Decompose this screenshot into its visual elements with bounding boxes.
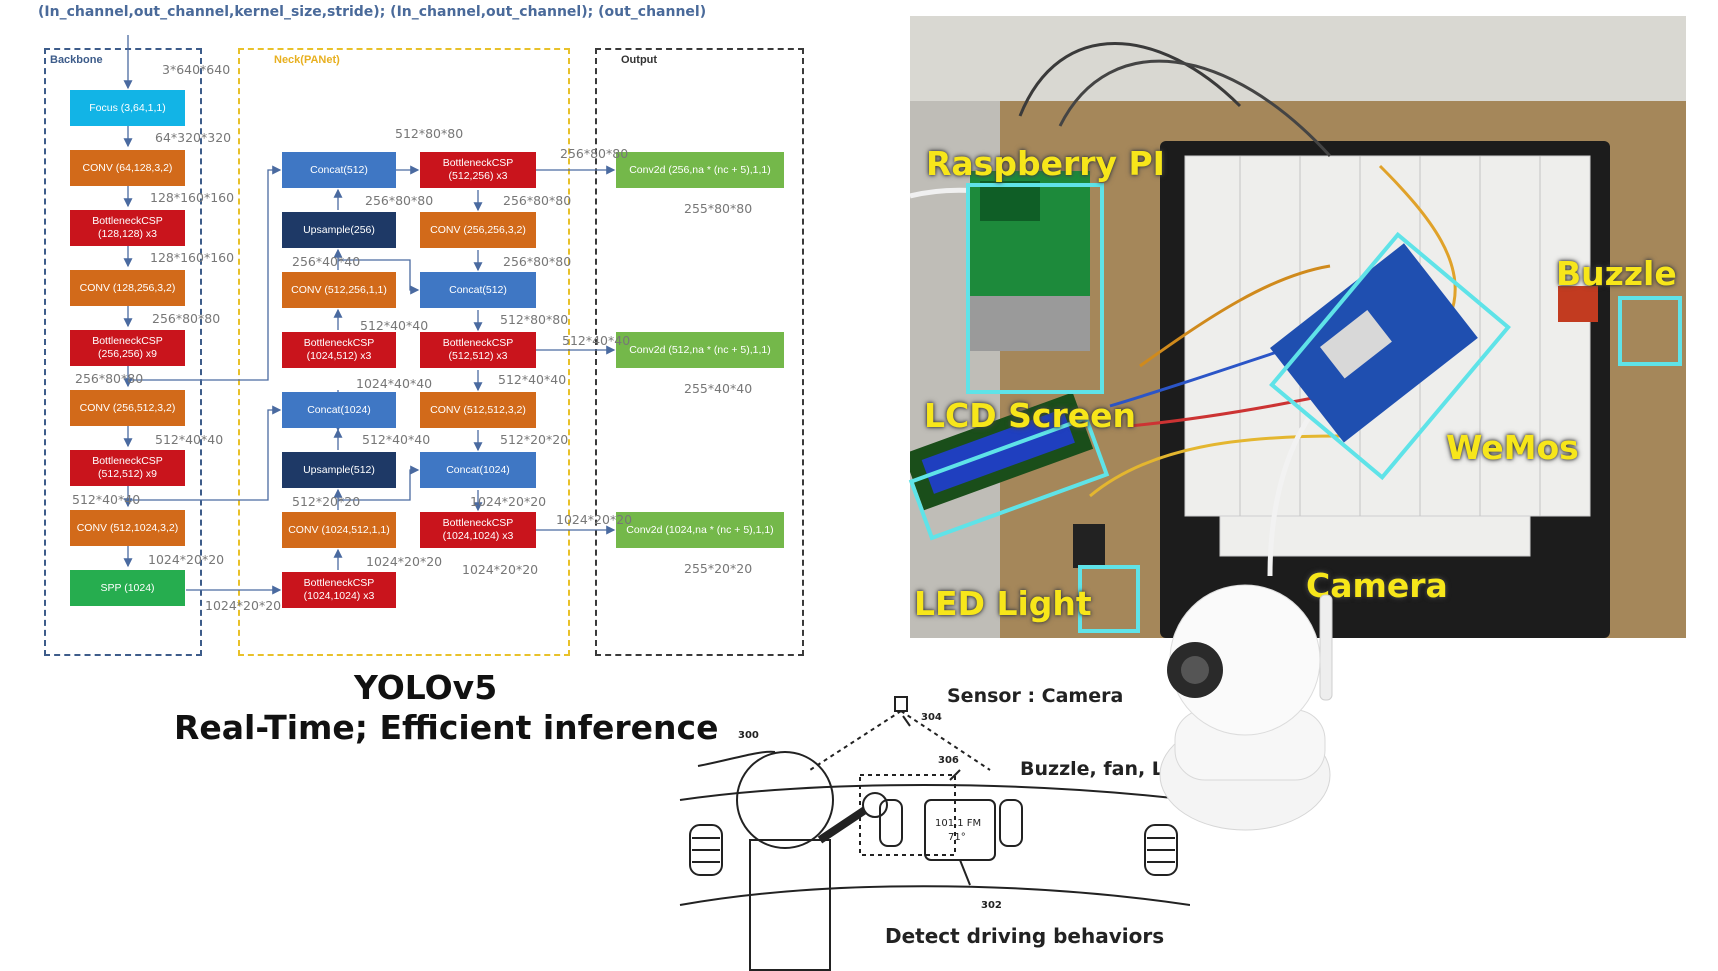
radio-frequency: 101.1 FM: [935, 818, 982, 829]
conv-block-4: CONV (512,1024,3,2): [70, 510, 185, 546]
dim-label: 256*80*80: [503, 193, 572, 208]
output-title: Output: [621, 54, 658, 66]
dim-label: 512*20*20: [500, 432, 569, 447]
dim-label: 512*80*80: [395, 126, 464, 141]
dim-label: 255*40*40: [684, 381, 753, 396]
lcd-screen-label: LCD Screen: [924, 396, 1136, 435]
dim-label: 256*80*80: [365, 193, 434, 208]
dim-label: 512*40*40: [362, 432, 431, 447]
dim-label: 1024*40*40: [356, 376, 433, 391]
backbone-section: Backbone: [44, 48, 202, 656]
ref-number: 300: [738, 730, 759, 741]
neck-bottleneck-3: BottleneckCSP (512,512) x3: [420, 332, 536, 368]
neck-conv-3: CONV (512,512,3,2): [420, 392, 536, 428]
hardware-photo: [910, 16, 1686, 638]
raspberry-pi-highlight: [966, 183, 1104, 394]
dim-label: 1024*20*20: [148, 552, 225, 567]
dim-label: 256*80*80: [75, 371, 144, 386]
dim-label: 1024*20*20: [462, 562, 539, 577]
dim-label: 512*40*40: [562, 333, 631, 348]
dim-label: 256*40*40: [292, 254, 361, 269]
wemos-label: WeMos: [1446, 428, 1579, 467]
spp-block: SPP (1024): [70, 570, 185, 606]
dim-label: 1024*20*20: [470, 494, 547, 509]
dim-label: 255*20*20: [684, 561, 753, 576]
dim-label: 1024*20*20: [205, 598, 282, 613]
buzzle-highlight: [1618, 296, 1682, 366]
neck-bottleneck-4: BottleneckCSP (1024,1024) x3: [420, 512, 536, 548]
output-devices-label: Buzzle, fan, LC: [1020, 758, 1178, 780]
dim-label: 128*160*160: [150, 250, 235, 265]
output-conv2d-1: Conv2d (256,na * (nc + 5),1,1): [616, 152, 784, 188]
conv-block-2: CONV (128,256,3,2): [70, 270, 185, 306]
dim-label: 3*640*640: [162, 62, 231, 77]
neck-conv-1: CONV (256,256,3,2): [420, 212, 536, 248]
neck-bottleneck-5: BottleneckCSP (1024,1024) x3: [282, 572, 396, 608]
focus-block: Focus (3,64,1,1): [70, 90, 185, 126]
output-section: Output: [595, 48, 804, 656]
output-conv2d-3: Conv2d (1024,na * (nc + 5),1,1): [616, 512, 784, 548]
neck-title: Neck(PANet): [274, 54, 340, 66]
neck-conv-2: CONV (512,256,1,1): [282, 272, 396, 308]
diagram-connectors: [123, 35, 616, 595]
dim-label: 512*40*40: [155, 432, 224, 447]
ref-number: 306: [938, 755, 959, 766]
dim-label: 64*320*320: [155, 130, 232, 145]
channel-legend: (In_channel,out_channel,kernel_size,stri…: [38, 4, 707, 20]
output-conv2d-2: Conv2d (512,na * (nc + 5),1,1): [616, 332, 784, 368]
dim-label: 512*40*40: [498, 372, 567, 387]
dim-label: 512*40*40: [72, 492, 141, 507]
conv-block-1: CONV (64,128,3,2): [70, 150, 185, 186]
radio-temperature: 71°: [948, 832, 966, 843]
hardware-photo-illustration: [910, 16, 1686, 638]
dim-label: 256*80*80: [503, 254, 572, 269]
concat-block-512b: Concat(512): [420, 272, 536, 308]
security-camera-image: [1159, 584, 1333, 831]
upsample-block-256: Upsample(256): [282, 212, 396, 248]
neck-bottleneck-1: BottleneckCSP (512,256) x3: [420, 152, 536, 188]
concat-block-1024a: Concat(1024): [282, 392, 396, 428]
neck-section: Neck(PANet): [238, 48, 570, 656]
backbone-title: Backbone: [50, 54, 103, 66]
sensor-label: Sensor : Camera: [947, 685, 1124, 707]
bottleneck-block-3: BottleneckCSP (512,512) x9: [70, 450, 185, 486]
dim-label: 256*80*80: [152, 311, 221, 326]
driver-sketch: [679, 696, 1190, 971]
led-light-label: LED Light: [914, 584, 1092, 623]
ref-number: 302: [981, 900, 1002, 911]
concat-block-512a: Concat(512): [282, 152, 396, 188]
neck-bottleneck-2: BottleneckCSP (1024,512) x3: [282, 332, 396, 368]
dim-label: 128*160*160: [150, 190, 235, 205]
bottleneck-block-2: BottleneckCSP (256,256) x9: [70, 330, 185, 366]
led-highlight: [1078, 565, 1140, 633]
conv-block-3: CONV (256,512,3,2): [70, 390, 185, 426]
buzzle-label: Buzzle: [1556, 254, 1677, 293]
concat-block-1024b: Concat(1024): [420, 452, 536, 488]
ref-number: 304: [921, 712, 942, 723]
yolo-caption-subtitle: Real-Time; Efficient inference: [174, 708, 719, 747]
upsample-block-512: Upsample(512): [282, 452, 396, 488]
neck-conv-4: CONV (1024,512,1,1): [282, 512, 396, 548]
dim-label: 512*20*20: [292, 494, 361, 509]
yolo-caption-title: YOLOv5: [354, 668, 498, 707]
bottleneck-block-1: BottleneckCSP (128,128) x3: [70, 210, 185, 246]
dim-label: 255*80*80: [684, 201, 753, 216]
dim-label: 1024*20*20: [556, 512, 633, 527]
raspberry-pi-label: Raspberry PI: [926, 144, 1165, 183]
dim-label: 256*80*80: [560, 146, 629, 161]
detect-behaviors-label: Detect driving behaviors: [885, 924, 1165, 948]
dim-label: 1024*20*20: [366, 554, 443, 569]
dim-label: 512*40*40: [360, 318, 429, 333]
dim-label: 512*80*80: [500, 312, 569, 327]
